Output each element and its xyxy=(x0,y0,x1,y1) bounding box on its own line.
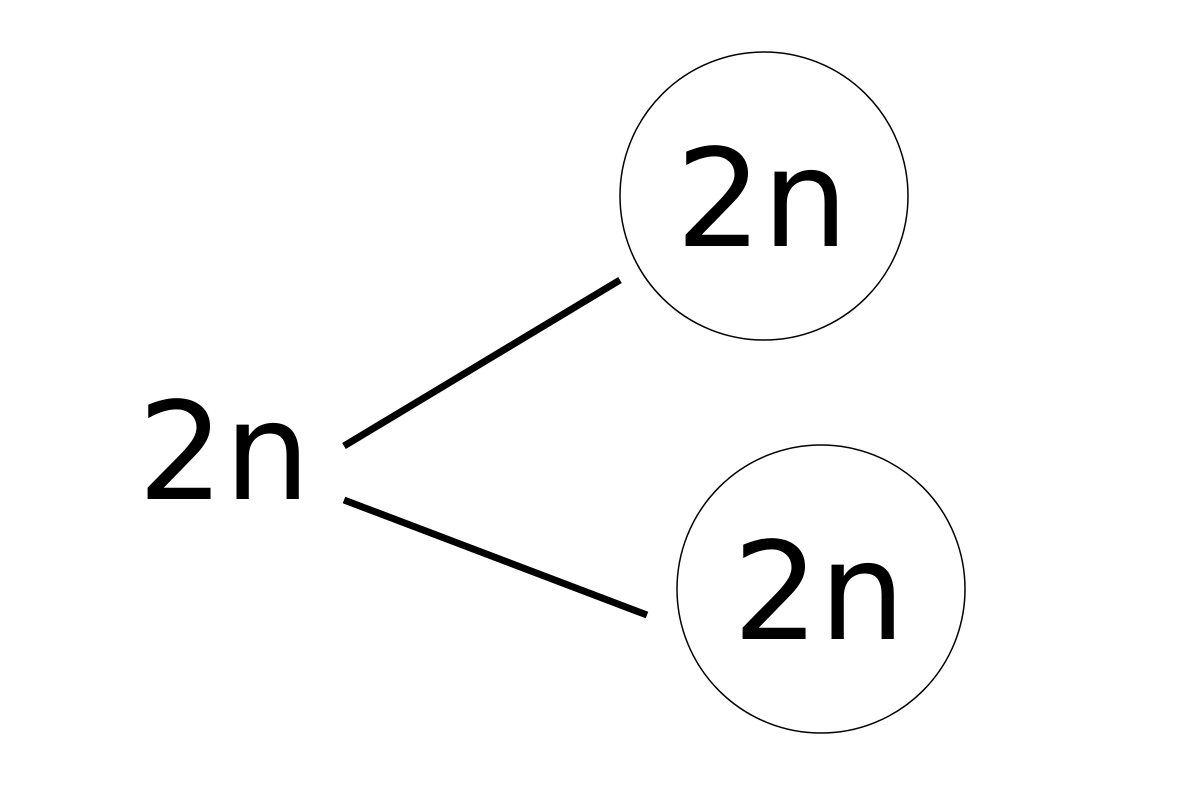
edge-to-upper-child xyxy=(342,277,622,449)
lower-child-node: 2n xyxy=(676,444,966,734)
upper-child-node: 2n xyxy=(619,51,909,341)
lower-child-circle xyxy=(676,444,966,734)
upper-child-label: 2n xyxy=(676,121,849,279)
edge-to-lower-child xyxy=(342,496,649,619)
root-node-label: 2n xyxy=(138,374,311,532)
upper-child-circle xyxy=(619,51,909,341)
lower-child-label: 2n xyxy=(733,514,906,672)
